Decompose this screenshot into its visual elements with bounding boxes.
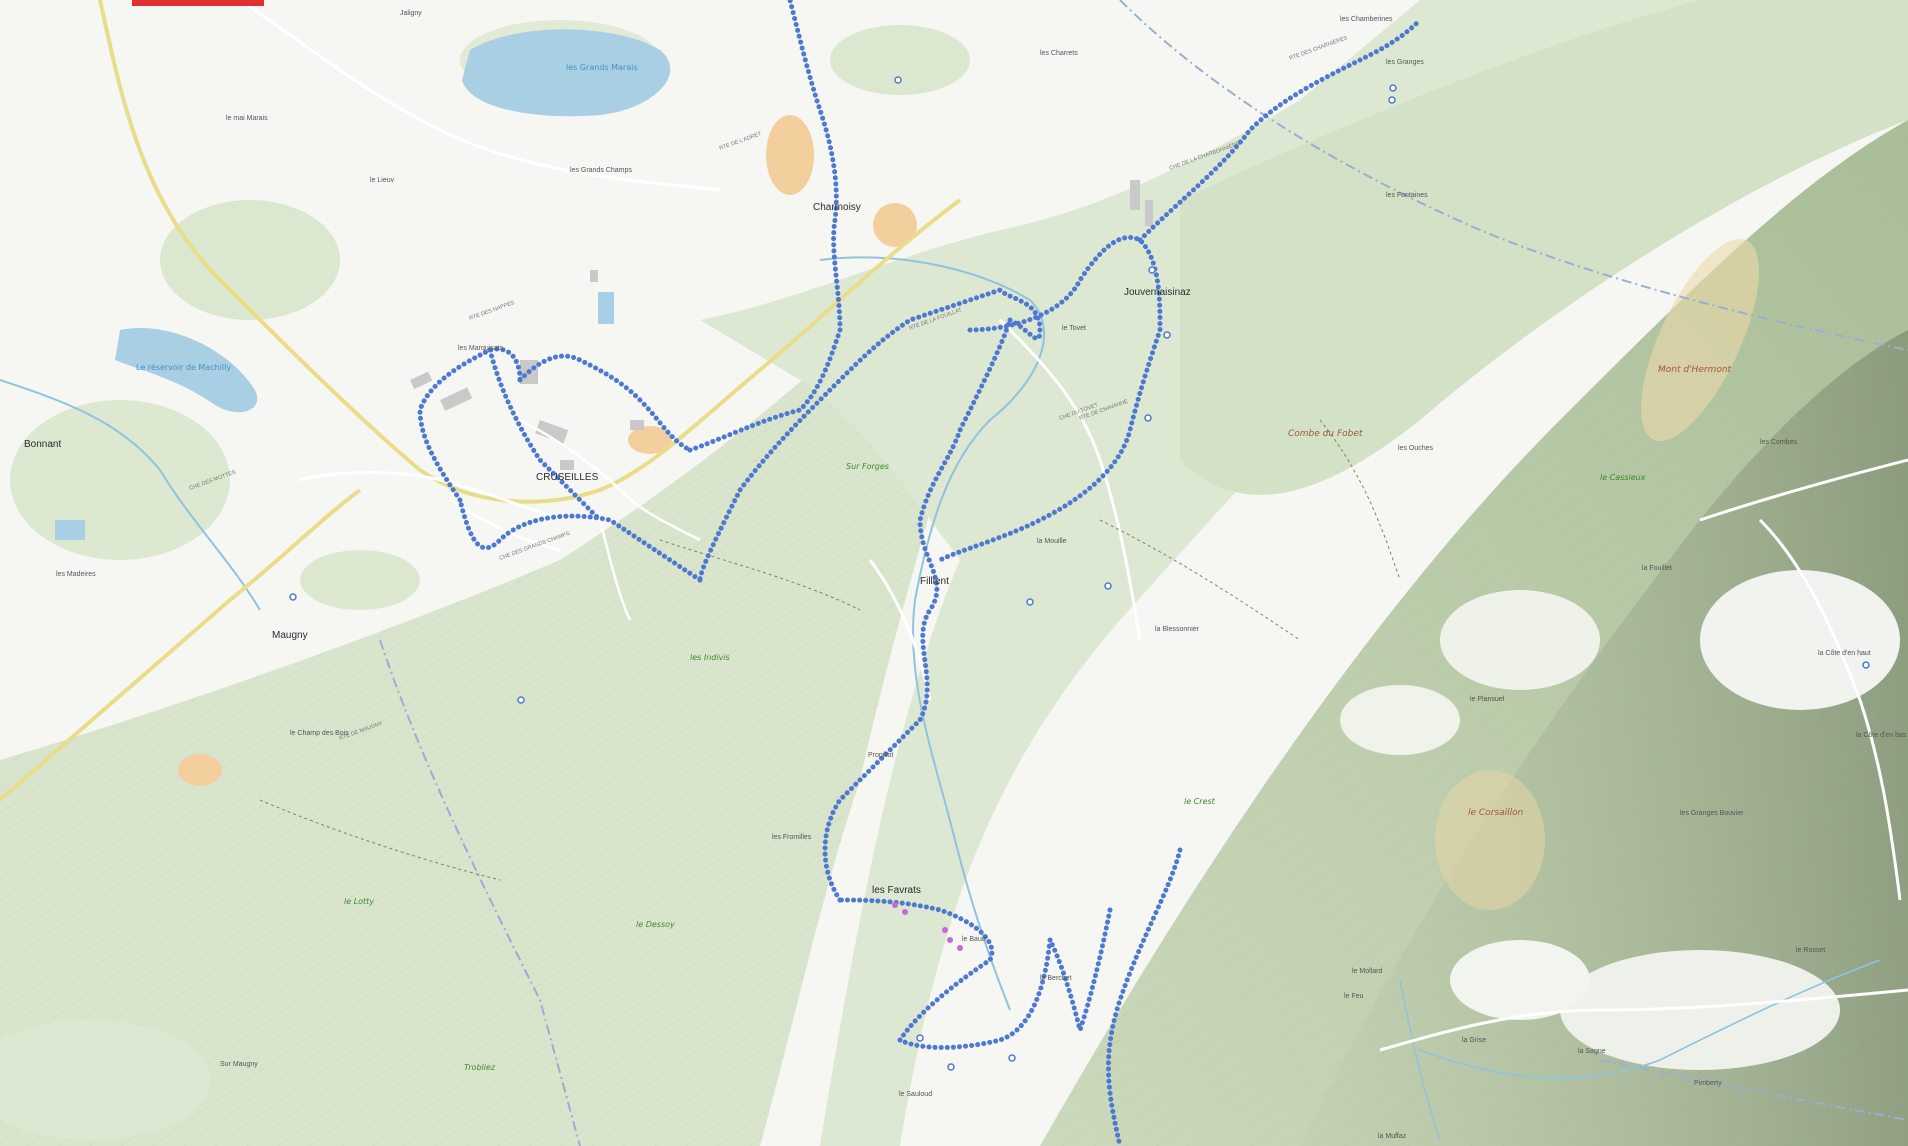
label-le-berchet: le Berchet — [1040, 975, 1072, 982]
clearing — [1450, 940, 1590, 1020]
label-la-fouillet: la Fouillet — [1642, 565, 1672, 572]
label-le-lotty: le Lotty — [344, 897, 374, 906]
pool — [55, 520, 85, 540]
label-jouvernaisinaz: Jouvernaisinaz — [1124, 287, 1191, 298]
woods — [160, 200, 340, 320]
label-jaligny: Jaligny — [400, 10, 422, 17]
label-les-granges-bouvier: les Granges Bouvier — [1680, 810, 1744, 817]
orange-area — [628, 426, 672, 454]
label-la-cote-d-en-bas: la Côte d'en bas — [1856, 732, 1907, 739]
pool — [598, 292, 614, 324]
label-les-granges: les Granges — [1386, 59, 1424, 66]
label-pimberty: Pimberty — [1694, 1080, 1722, 1087]
woods — [830, 25, 970, 95]
clearing — [1340, 685, 1460, 755]
woods — [0, 1020, 210, 1140]
label-propillot: Propillot — [868, 752, 893, 759]
road-main — [0, 488, 362, 802]
top-accent-bar — [132, 0, 264, 6]
label-les-indivis: les Indivis — [690, 653, 730, 662]
label-les-favrats: les Favrats — [872, 885, 921, 896]
unpaved-tracks — [259, 419, 1401, 881]
woods — [300, 550, 420, 610]
label-le-tovet: le Tovet — [1062, 325, 1086, 332]
label-les-fontaines: les Fontaines — [1386, 192, 1428, 199]
label-les-grands-champs: les Grands Champs — [570, 167, 632, 174]
label-le-rosset: le Rosset — [1796, 947, 1825, 954]
stream — [1419, 959, 1881, 1079]
label-les-charrets: les Charrets — [1040, 50, 1078, 57]
admin-border — [1119, 0, 1908, 351]
clearing — [1560, 950, 1840, 1070]
label-la-mouille: la Mouille — [1037, 538, 1067, 545]
admin-border — [379, 639, 581, 1146]
label-sur-maugny: Sur Maugny — [220, 1061, 258, 1068]
label-la-blessonnier: la Blessonnier — [1155, 626, 1200, 633]
label-mont-d-hermont: Mont d'Hermont — [1658, 365, 1732, 375]
label-les-madeires: les Madeires — [56, 571, 96, 578]
woods — [10, 400, 230, 560]
orange-area — [766, 115, 814, 195]
lake-les-grands-marais — [462, 29, 671, 117]
label-le-mollard: le Mollard — [1352, 968, 1382, 975]
label-le-crest: le Crest — [1184, 797, 1216, 806]
label-les-combes: les Combes — [1760, 439, 1797, 446]
label-les-chamberines: les Chamberines — [1340, 16, 1393, 23]
minor-roads — [239, 0, 1908, 1052]
label-le-champ-des-bois: le Champ des Bois — [290, 730, 349, 737]
clearing — [1700, 570, 1900, 710]
label-le-feu: le Feu — [1344, 993, 1364, 1000]
label-le-barrage: Le réservoir de Machilly — [136, 362, 231, 372]
label-bonnant: Bonnant — [24, 439, 61, 450]
label-cruseilles: CRUSEILLES — [536, 472, 599, 483]
river-west — [0, 379, 261, 611]
label-le-mai-marais: le mai Marais — [226, 115, 268, 122]
label-trobliez: Trobliez — [464, 1063, 496, 1072]
label-les-fromilles: les Fromilles — [772, 834, 812, 841]
ridge-shading — [1300, 330, 1908, 1146]
label-sur-forges: Sur Forges — [846, 462, 889, 471]
label-le-dessoy: le Dessoy — [636, 920, 675, 929]
label-maugny: Maugny — [272, 630, 308, 641]
label-le-lieuv: le Lieuv — [370, 177, 395, 184]
orange-area — [873, 203, 917, 247]
forest-upper-right — [1180, 0, 1908, 495]
stream — [1399, 979, 1441, 1141]
river-les-usses — [819, 256, 1046, 1011]
orange-area — [1435, 770, 1545, 910]
orange-area — [1641, 238, 1759, 442]
poi-markers — [289, 76, 1870, 1071]
label-fillient: Fillient — [920, 576, 949, 587]
reservoir — [115, 328, 258, 413]
orange-area — [178, 754, 222, 786]
gps-track — [417, 0, 1423, 1146]
label-combe-du-fobet: Combe du Fobet — [1288, 429, 1363, 439]
label-les-marquisats: les Marquisats — [458, 345, 504, 352]
label-la-grise: la Grise — [1462, 1037, 1486, 1044]
label-le-plansuel: le Plansuel — [1470, 696, 1505, 703]
waypoints — [892, 902, 963, 951]
road-main — [98, 0, 962, 504]
label-la-cote-d-en-haut: la Côte d'en haut — [1818, 650, 1871, 657]
label-le-sauloud: le Sauloud — [899, 1091, 932, 1098]
label-le-cassieux: le Cassieux — [1600, 473, 1646, 482]
label-les-ouches: les Ouches — [1398, 445, 1434, 452]
label-les-grands-marais: les Grands Marais — [566, 63, 638, 72]
label-le-corsaillon: le Corsaillon — [1468, 808, 1524, 818]
label-charmoisy: Charmoisy — [813, 202, 861, 213]
forest-slope-southwest-contours — [0, 287, 990, 1146]
clearing — [1440, 590, 1600, 690]
label-la-sagne: la Sagne — [1578, 1048, 1606, 1055]
label-la-muffaz: la Muffaz — [1378, 1133, 1407, 1140]
label-le-baud: le Baud — [962, 936, 986, 943]
forest-valley — [700, 0, 1700, 1146]
